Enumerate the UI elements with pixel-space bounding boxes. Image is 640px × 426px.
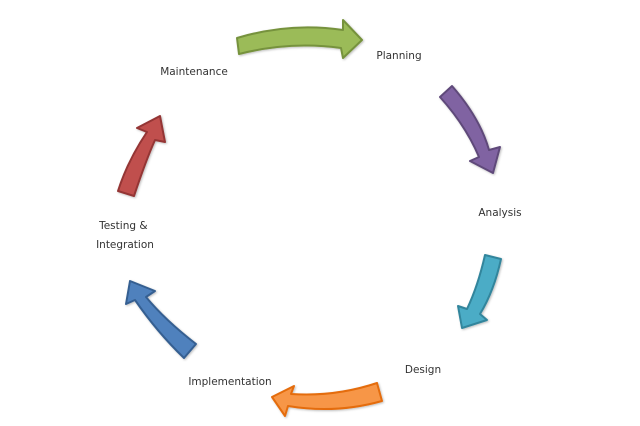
arrow-analysis-to-design <box>457 254 502 329</box>
arrow-planning-to-analysis <box>439 85 501 174</box>
stage-label-implementation: Implementation <box>188 376 271 388</box>
stage-label-planning: Planning <box>376 50 421 62</box>
arrow-testing-to-maintenance <box>117 115 166 197</box>
stage-label-maintenance: Maintenance <box>160 66 228 78</box>
arrow-maintenance-to-planning <box>236 19 363 59</box>
arrow-implementation-to-testing <box>125 280 197 359</box>
stage-label-design: Design <box>405 364 441 376</box>
arrow-design-to-implementation <box>271 382 383 417</box>
stage-label-analysis: Analysis <box>478 207 521 219</box>
stage-label-testing-integration: Testing & Integration <box>96 220 154 251</box>
